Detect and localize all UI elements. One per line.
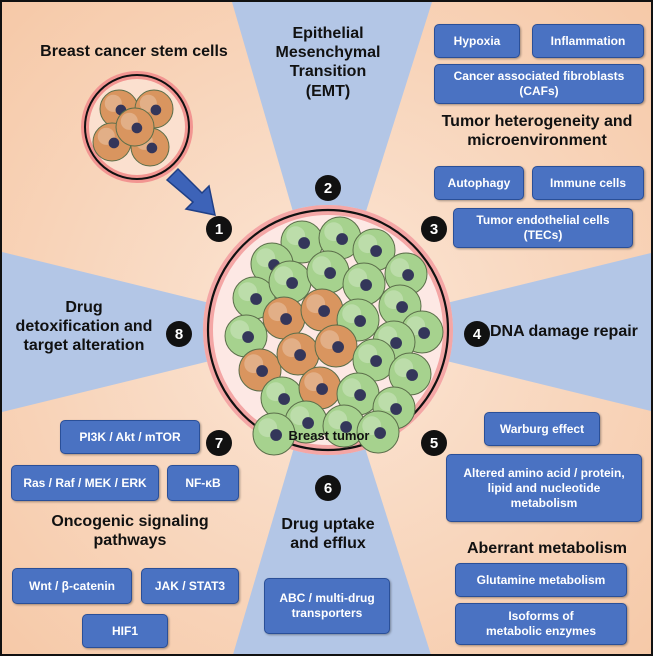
tumor-cell <box>342 262 386 306</box>
hypoxia-box: Hypoxia <box>434 24 520 58</box>
tumor-cell <box>284 400 328 444</box>
signaling-title: Oncogenic signaling pathways <box>51 513 209 550</box>
wnt-box: Wnt / β-catenin <box>12 568 132 604</box>
tumor-cell <box>356 410 400 454</box>
tumor-cell <box>352 338 396 382</box>
tumor-cell <box>314 324 358 368</box>
marker-7: 7 <box>206 430 232 456</box>
tumor-label: Breast tumor <box>288 428 370 443</box>
amino-acid-box: Altered amino acid / protein, lipid and … <box>446 454 642 522</box>
emt-label: Epithelial Mesenchymal Transition (EMT) <box>275 25 381 100</box>
ras-box: Ras / Raf / MEK / ERK <box>11 465 159 501</box>
tumor-cell <box>378 284 422 328</box>
marker-2: 2 <box>315 175 341 201</box>
tumor-cell <box>268 260 312 304</box>
pi3k-box: PI3K / Akt / mTOR <box>60 420 200 454</box>
marker-6: 6 <box>315 475 341 501</box>
dna-repair-label: DNA damage repair <box>490 323 638 340</box>
tumor-cell <box>322 404 366 448</box>
metabolism-title: Aberrant metabolism <box>466 540 628 557</box>
autophagy-box: Autophagy <box>434 166 524 200</box>
tumor-cell <box>224 314 268 358</box>
nfkb-box: NF-κB <box>167 465 239 501</box>
detox-label: Drug detoxification and target alteratio… <box>15 299 153 355</box>
marker-3: 3 <box>421 216 447 242</box>
tumor-cell <box>336 372 380 416</box>
marker-4: 4 <box>464 321 490 347</box>
marker-1: 1 <box>206 216 232 242</box>
tecs-box: Tumor endothelial cells (TECs) <box>453 208 633 248</box>
immune-cells-box: Immune cells <box>532 166 644 200</box>
inflammation-box: Inflammation <box>532 24 644 58</box>
warburg-box: Warburg effect <box>484 412 600 446</box>
arrow-icon <box>165 167 216 216</box>
marker-8: 8 <box>166 321 192 347</box>
tumor-cell <box>306 250 350 294</box>
tumor-cell <box>388 352 432 396</box>
tumor-cell <box>252 412 296 456</box>
tumor-cell <box>318 216 362 260</box>
tumor-cell <box>280 220 324 264</box>
ray-north <box>232 2 432 332</box>
marker-5: 5 <box>421 430 447 456</box>
tumor-cell <box>262 296 306 340</box>
stem-cells-label: Breast cancer stem cells <box>40 43 228 60</box>
tumor-outline <box>206 208 450 452</box>
tumor-cell <box>276 332 320 376</box>
stem-outline <box>84 74 190 180</box>
microenvironment-title: Tumor heterogeneity and microenvironment <box>441 113 633 150</box>
isoforms-box: Isoforms of metabolic enzymes <box>455 603 627 645</box>
abc-transporters-box: ABC / multi-drug transporters <box>264 578 390 634</box>
glutamine-box: Glutamine metabolism <box>455 563 627 597</box>
tumor-cell <box>384 252 428 296</box>
hif1-box: HIF1 <box>82 614 168 648</box>
ray-west <box>2 252 328 412</box>
cafs-box: Cancer associated fibroblasts (CAFs) <box>434 64 644 104</box>
drug-uptake-label: Drug uptake and efflux <box>281 516 375 553</box>
jak-box: JAK / STAT3 <box>141 568 239 604</box>
stem-cell <box>115 107 155 147</box>
